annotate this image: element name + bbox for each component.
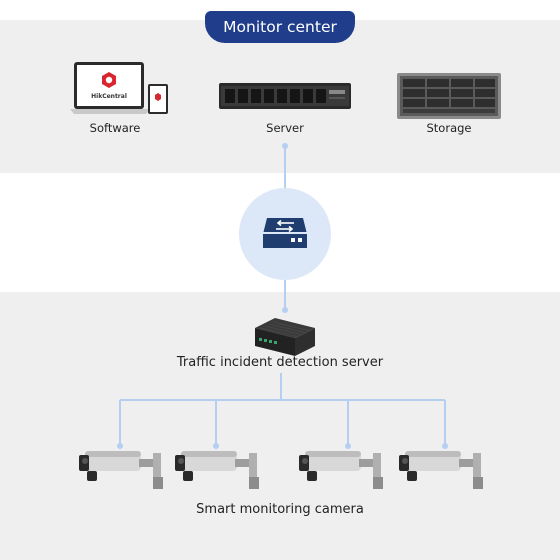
camera-icon <box>79 451 163 489</box>
edge-server-label: Traffic incident detection server <box>176 355 384 370</box>
monitor-center-title: Monitor center <box>205 11 355 43</box>
storage-icon <box>397 73 501 119</box>
software-logo-text: HikCentral <box>91 93 127 100</box>
server-label: Server <box>266 121 304 135</box>
camera-icon <box>399 451 483 489</box>
server-icon <box>219 83 351 109</box>
switch-icon <box>239 188 331 280</box>
storage-label: Storage <box>426 121 472 135</box>
edge-server-icon <box>255 318 315 356</box>
camera-icon <box>299 451 383 489</box>
software-label: Software <box>89 121 141 135</box>
camera-icon <box>175 451 259 489</box>
camera-label: Smart monitoring camera <box>196 502 364 517</box>
laptop-icon: HikCentral <box>70 62 168 114</box>
